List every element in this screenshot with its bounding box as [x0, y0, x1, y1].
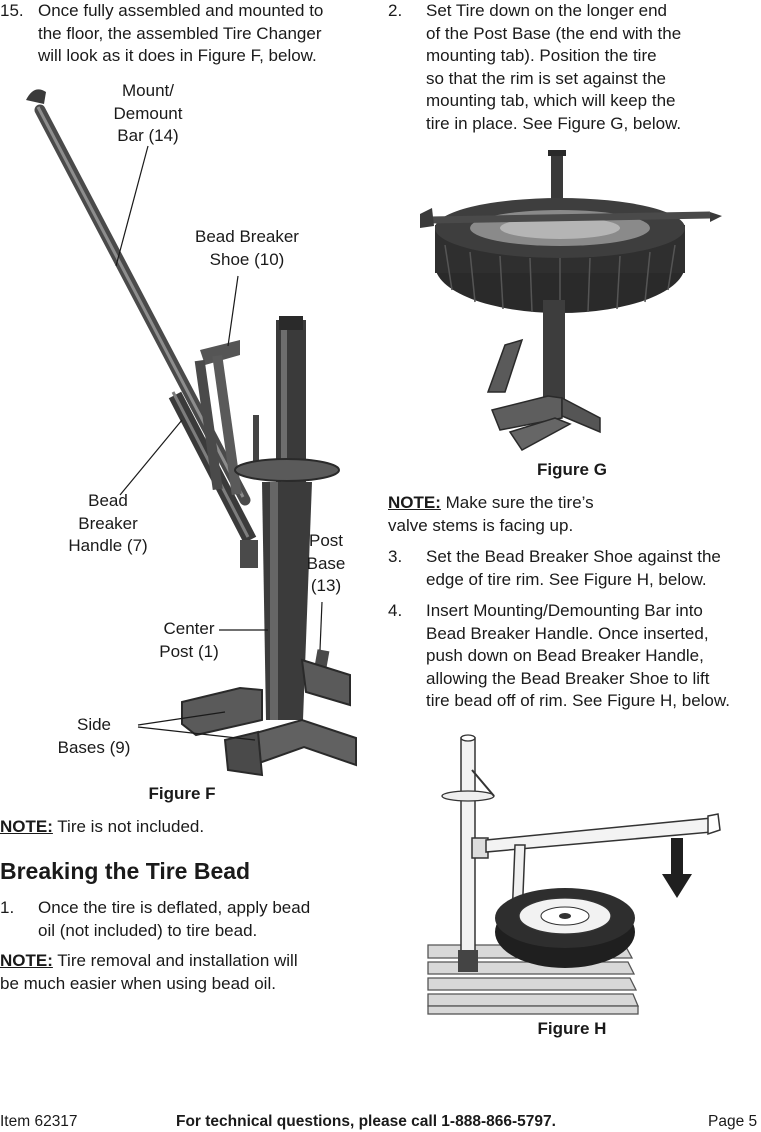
step-1-line-1: Once the tire is deflated, apply bead: [38, 898, 311, 917]
note-text: Tire is not included.: [52, 817, 205, 836]
callout-lines: [115, 145, 323, 741]
note-line-2: valve stems is facing up.: [388, 515, 574, 535]
note-line-2: be much easier when using bead oil.: [0, 973, 276, 993]
step-2-line-5: mounting tab, which will keep the: [426, 91, 676, 110]
note-line-1: Make sure the tire’s: [440, 493, 594, 512]
step-4-line-5: tire bead off of rim. See Figure H, belo…: [426, 691, 730, 710]
step-15-line-2: the floor, the assembled Tire Changer: [38, 23, 322, 43]
note-label: NOTE:: [0, 817, 53, 836]
step-2-line-6: tire in place. See Figure G, below.: [426, 113, 682, 133]
figure-g-caption: Figure G: [537, 460, 607, 479]
step-number: 15.: [0, 1, 24, 20]
step-2-line-1: Set Tire down on the longer end: [426, 1, 667, 20]
step-2-line-2: of the Post Base (the end with the: [426, 23, 682, 43]
figure-h-caption: Figure H: [537, 1019, 607, 1038]
center-post: [441, 734, 495, 972]
figure-h-illustration: [427, 734, 721, 1015]
footer-page-number: Page 5: [708, 1113, 758, 1130]
callout-bead-breaker-handle: Bead Breaker Handle (7): [68, 491, 148, 555]
step-4-line-3: push down on Bead Breaker Handle,: [426, 646, 704, 665]
note-label: NOTE:: [388, 493, 441, 512]
step-number: 3.: [388, 547, 403, 566]
footer-item-number: Item 62317: [0, 1113, 78, 1130]
step-15-line-3: will look as it does in Figure F, below.: [38, 46, 317, 65]
bead-breaker-handle: [471, 813, 721, 859]
footer-contact: For technical questions, please call 1-8…: [176, 1113, 556, 1130]
step-4-line-4: allowing the Bead Breaker Shoe to lift: [426, 668, 710, 688]
bead-breaker-shoe: [194, 340, 242, 496]
step-number: 4.: [388, 601, 403, 620]
step-number: 2.: [388, 1, 403, 20]
side-bases: [490, 395, 601, 451]
step-4-line-1: Insert Mounting/Demounting Bar into: [426, 601, 703, 620]
step-3-line-2: edge of tire rim. See Figure H, below.: [426, 569, 707, 589]
step-15-line-1: Once fully assembled and mounted to: [38, 1, 324, 20]
note-line-1: Tire removal and installation will: [52, 951, 298, 970]
mount-demount-bar: [429, 211, 711, 224]
callout-post-base: Post Base (13): [306, 531, 346, 595]
callout-side-bases: Side Bases (9): [57, 715, 131, 757]
step-3-line-1: Set the Bead Breaker Shoe against the: [426, 547, 721, 566]
tire: [495, 888, 635, 968]
note-label: NOTE:: [0, 951, 53, 970]
callout-center-post: Center Post (1): [159, 619, 219, 661]
note-tire-not-included: NOTE: Tire is not included.: [0, 816, 204, 839]
callout-mount-demount-bar: Mount/ Demount Bar (14): [113, 81, 183, 145]
section-heading: Breaking the Tire Bead: [0, 858, 251, 884]
callout-bead-breaker-shoe: Bead Breaker Shoe (10): [195, 227, 299, 269]
bead-breaker-handle: [486, 338, 524, 393]
step-number: 1.: [0, 898, 15, 917]
tire: [435, 198, 685, 313]
figure-g-illustration: [420, 150, 722, 451]
figure-f-caption: Figure F: [148, 784, 216, 803]
post-base-upright: [543, 300, 565, 400]
down-arrow-icon: [662, 838, 692, 898]
step-1-line-2: oil (not included) to tire bead.: [38, 920, 258, 940]
center-post: [234, 316, 340, 720]
step-2-line-3: mounting tab). Position the tire: [426, 46, 657, 65]
step-2-line-4: so that the rim is set against the: [426, 68, 667, 88]
side-bases: [181, 658, 357, 777]
step-4-line-2: Bead Breaker Handle. Once inserted,: [426, 623, 709, 643]
figure-f-illustration: [26, 89, 357, 777]
